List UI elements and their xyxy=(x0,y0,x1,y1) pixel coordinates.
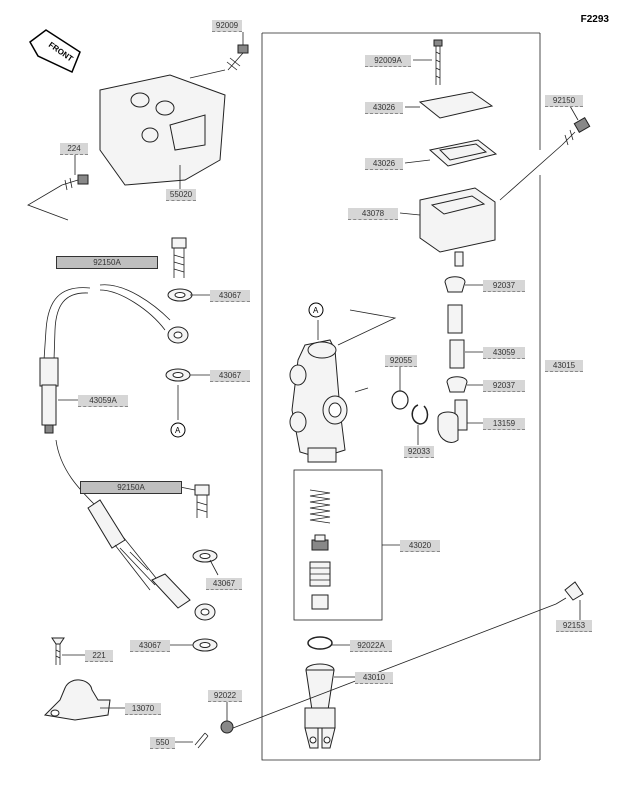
front-arrow-icon xyxy=(29,29,81,74)
brake-hose-lower-icon xyxy=(87,499,216,621)
leader xyxy=(55,439,96,506)
part-label: 43020 xyxy=(400,540,440,552)
part-label: 43067 xyxy=(210,290,250,302)
clip-92037b-icon xyxy=(446,376,468,393)
part-label: 43010 xyxy=(355,672,393,684)
part-label: 13070 xyxy=(125,703,161,715)
cotter-pin-550-icon xyxy=(194,732,209,749)
banjo-bolt-upper-icon xyxy=(171,237,187,278)
part-label: 92022A xyxy=(350,640,392,652)
leader xyxy=(170,559,219,646)
piston-icon xyxy=(309,561,331,587)
ref-marker-a-left: A xyxy=(175,426,181,435)
hose-43059-icon xyxy=(447,304,463,334)
bolt-92150-icon xyxy=(561,116,591,146)
leader xyxy=(404,159,431,164)
master-cylinder-body-icon xyxy=(289,339,348,463)
part-label: 43059A xyxy=(78,395,128,407)
part-label: 43015 xyxy=(545,360,583,372)
circlip-92033-icon xyxy=(411,404,429,425)
leader xyxy=(232,603,557,729)
part-label: 92150 xyxy=(545,95,583,107)
assembly-frame xyxy=(261,32,541,761)
screw-221-icon xyxy=(51,637,65,665)
part-label: 221 xyxy=(85,650,113,662)
clip-92037a-icon xyxy=(444,276,466,293)
fitting-13159-icon xyxy=(437,399,468,443)
leader xyxy=(499,105,579,201)
leader xyxy=(189,69,226,79)
guard-cover-icon xyxy=(99,74,226,186)
spring-icon xyxy=(309,489,331,524)
banjo-bolt-lower-icon xyxy=(194,484,210,518)
leader xyxy=(58,294,210,401)
clamp-13070-icon xyxy=(43,679,111,721)
part-label: 43067 xyxy=(206,578,242,590)
diaphragm-inner-icon xyxy=(438,143,488,161)
brake-hose-upper-icon xyxy=(39,284,189,434)
pivot-bolt-92153-icon xyxy=(555,581,584,605)
ref-marker-a-circle xyxy=(308,302,324,318)
cap-43026-icon xyxy=(418,91,494,119)
part-label: 13159 xyxy=(483,418,525,430)
part-label: 92150A xyxy=(56,256,158,269)
ref-marker-a-circle xyxy=(170,422,186,438)
diagram-code: F2293 xyxy=(580,14,609,25)
part-label: 92037 xyxy=(483,280,525,292)
part-label: 43026 xyxy=(365,102,403,114)
leader xyxy=(27,155,76,221)
part-label: 92150A xyxy=(80,481,182,494)
part-label: 43059 xyxy=(483,347,525,359)
part-label: 550 xyxy=(150,737,175,749)
circlip-92022a-icon xyxy=(307,636,333,650)
part-label: 92009 xyxy=(212,20,242,32)
leader xyxy=(354,387,369,393)
part-label: 224 xyxy=(60,143,88,155)
part-label: 55020 xyxy=(166,189,196,201)
part-label: 92153 xyxy=(556,620,592,632)
part-label: 92033 xyxy=(404,446,434,458)
reservoir-43078-icon xyxy=(419,187,496,267)
screw-92009a-icon xyxy=(433,39,443,85)
bolt-224-icon xyxy=(61,174,89,191)
leader xyxy=(399,212,421,216)
o-ring-92055-icon xyxy=(391,390,409,410)
piston-kit-box xyxy=(293,469,383,621)
bolt-92009-icon xyxy=(226,44,249,71)
push-rod-43010-icon xyxy=(304,663,336,749)
part-label: 43078 xyxy=(348,208,398,220)
seal-icon xyxy=(311,594,329,610)
part-label: 92022 xyxy=(208,690,242,702)
part-label: 92055 xyxy=(385,355,417,367)
ref-marker-a-body: A xyxy=(313,306,319,315)
hose-43059b-icon xyxy=(449,339,465,369)
part-label: 43067 xyxy=(130,640,170,652)
part-label: 43026 xyxy=(365,158,403,170)
part-label: 92037 xyxy=(483,380,525,392)
leader xyxy=(179,486,196,491)
washer-92022-icon xyxy=(220,720,234,734)
cup-icon xyxy=(311,534,329,551)
part-label: 43067 xyxy=(210,370,250,382)
part-label: 92009A xyxy=(365,55,411,67)
leader xyxy=(317,309,397,346)
